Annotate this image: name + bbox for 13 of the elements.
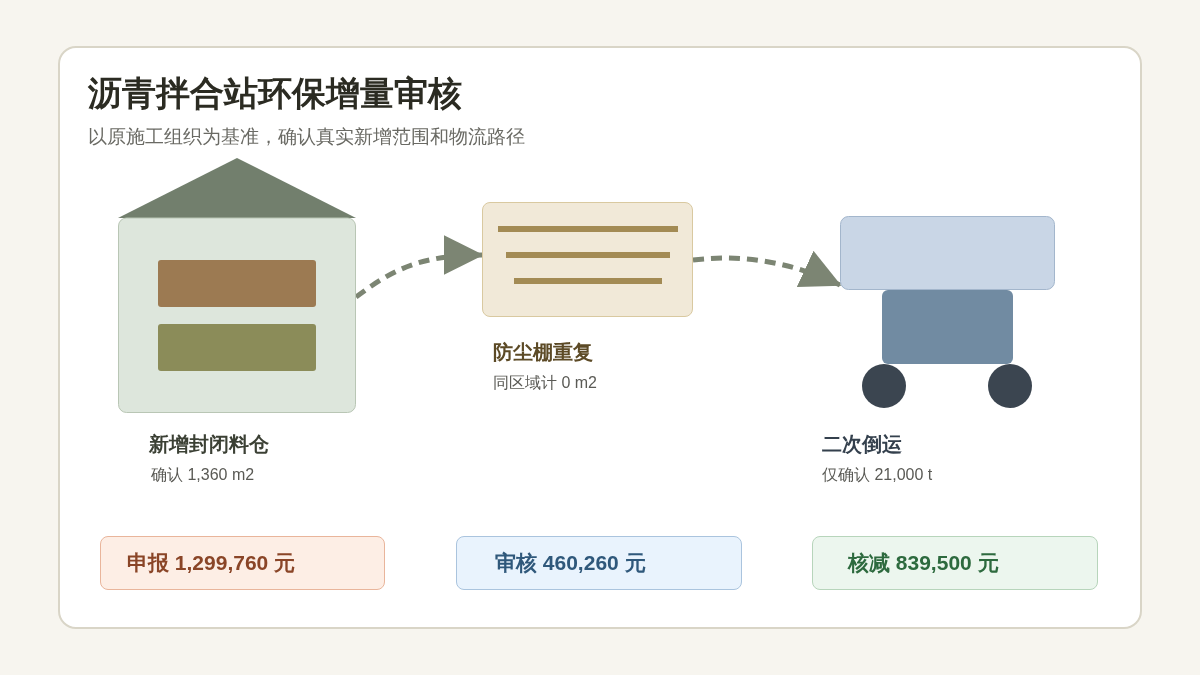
node-heading: 二次倒运 <box>822 432 902 457</box>
title: 沥青拌合站环保增量审核 <box>88 73 462 114</box>
curved-arrow <box>692 251 842 288</box>
node-heading: 防尘棚重复 <box>493 340 593 365</box>
node-detail: 确认 1,360 m2 <box>151 465 255 485</box>
curved-arrow <box>354 235 484 299</box>
summary-box: 核减 839,500 元 <box>812 536 1098 590</box>
node-detail: 同区域计 0 m2 <box>493 373 597 393</box>
summary-box: 审核 460,260 元 <box>456 536 742 590</box>
subtitle: 以原施工组织为基准，确认真实新增范围和物流路径 <box>88 126 525 148</box>
node-heading: 新增封闭料仓 <box>149 432 269 457</box>
summary-box: 申报 1,299,760 元 <box>100 536 385 590</box>
node-detail: 仅确认 21,000 t <box>822 465 933 485</box>
